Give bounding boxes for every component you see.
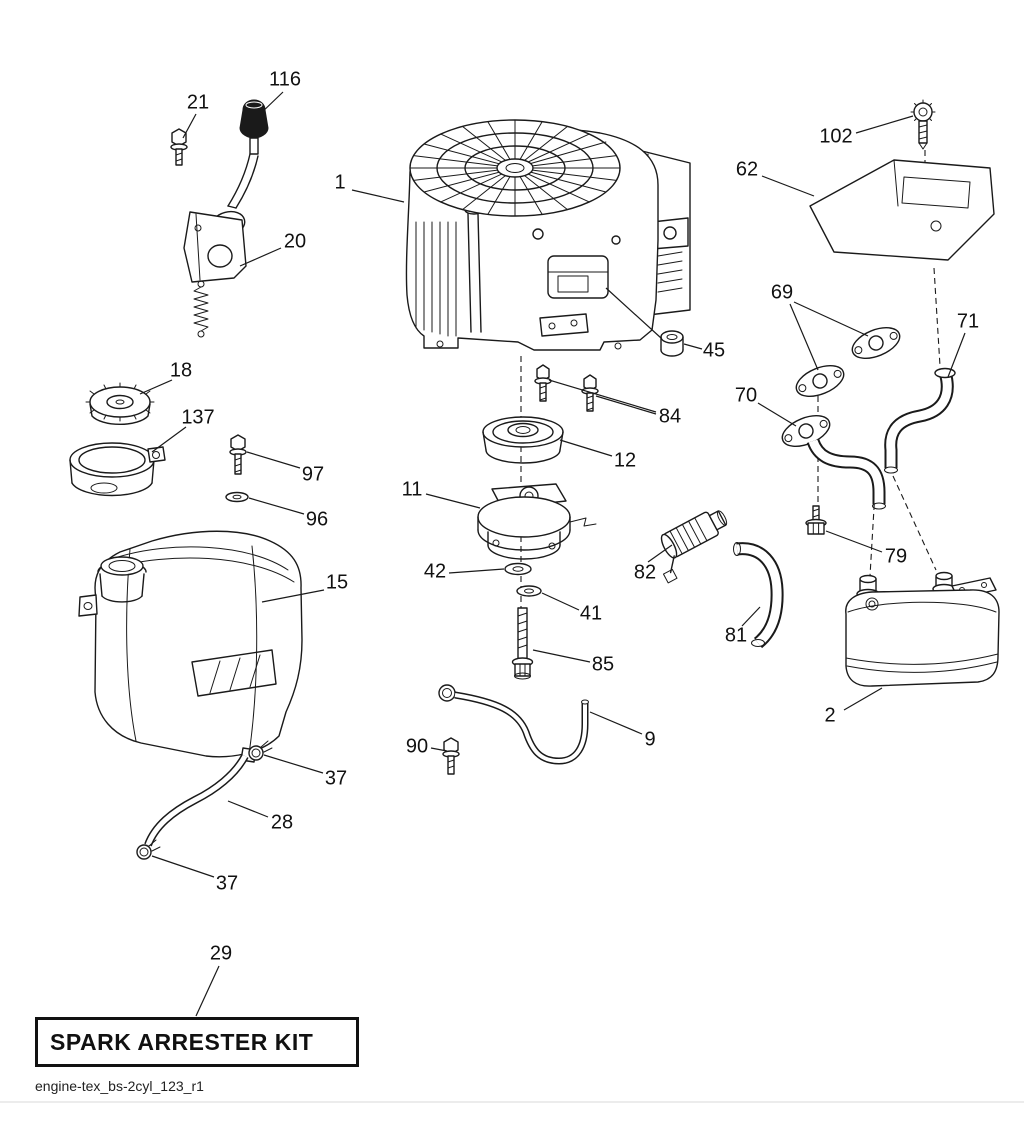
part-96-washer — [225, 491, 249, 503]
part-label-69: 69 — [770, 281, 794, 304]
part-label-79: 79 — [884, 545, 908, 568]
part-85-bolt — [511, 607, 534, 680]
part-label-82: 82 — [633, 561, 657, 584]
part-label-97: 97 — [301, 463, 325, 486]
part-label-37-lower: 37 — [215, 872, 239, 895]
part-20-bracket — [183, 211, 247, 283]
part-90-bolt — [442, 737, 460, 775]
part-28-fuel-hose — [144, 754, 249, 847]
part-label-9: 9 — [644, 728, 656, 751]
spark-arrester-kit-label: SPARK ARRESTER KIT — [50, 1028, 314, 1055]
part-37-clamp-upper — [248, 740, 273, 761]
part-label-81: 81 — [724, 624, 748, 647]
part-label-41: 41 — [579, 602, 603, 625]
part-label-85: 85 — [591, 653, 615, 676]
part-label-12: 12 — [613, 449, 637, 472]
part-37-clamp-lower — [136, 839, 161, 860]
part-79-bolt — [805, 505, 827, 535]
part-21-bolt — [170, 128, 188, 166]
part-137-collar — [69, 442, 166, 497]
part-label-84: 84 — [658, 405, 682, 428]
leader-lines — [139, 91, 966, 1017]
part-label-21: 21 — [186, 91, 210, 114]
part-18-fuel-cap — [85, 382, 155, 426]
part-label-37-upper: 37 — [324, 767, 348, 790]
part-11-clutch — [477, 483, 597, 560]
part-97-screw — [229, 434, 247, 475]
part-41-washer — [516, 585, 542, 597]
part-15-fuel-tank — [78, 530, 303, 763]
part-label-71: 71 — [956, 310, 980, 333]
part-69-gasket-a — [851, 327, 901, 359]
part-label-116: 116 — [269, 68, 301, 91]
part-71-exhaust-pipe — [884, 367, 956, 474]
throttle-control-assembly — [170, 99, 269, 338]
part-label-137: 137 — [181, 406, 215, 429]
part-70-gasket — [781, 415, 831, 447]
part-label-1: 1 — [334, 171, 346, 194]
flywheel-screen — [409, 119, 621, 217]
part-81-hose — [733, 542, 784, 649]
drawing-code: engine-tex_bs-2cyl_123_r1 — [35, 1078, 204, 1094]
part-label-20: 20 — [283, 230, 307, 253]
part-2-muffler — [845, 571, 1000, 687]
part-label-45: 45 — [702, 339, 726, 362]
part-exhaust-pipe-lower — [806, 438, 886, 510]
part-102-screw — [910, 99, 936, 150]
part-label-62: 62 — [735, 158, 759, 181]
part-label-15: 15 — [325, 571, 349, 594]
throttle-spring — [193, 280, 209, 338]
spark-arrester-kit-box: SPARK ARRESTER KIT — [35, 1017, 359, 1067]
part-label-11: 11 — [401, 478, 423, 501]
part-69-gasket-b — [795, 365, 845, 397]
part-label-18: 18 — [169, 359, 193, 382]
part-9-fuel-pipe — [438, 684, 589, 765]
part-label-2: 2 — [824, 704, 836, 727]
part-84-bolts — [534, 364, 599, 412]
part-82-fuel-valve — [660, 510, 728, 584]
part-116-knob — [239, 99, 269, 155]
part-42-washer — [504, 562, 532, 576]
part-label-70: 70 — [734, 384, 758, 407]
part-label-90: 90 — [405, 735, 429, 758]
part-62-heat-shield — [809, 159, 995, 261]
part-label-102: 102 — [819, 125, 853, 148]
part-12-pulley — [482, 416, 564, 464]
part-label-96: 96 — [305, 508, 329, 531]
part-label-28: 28 — [270, 811, 294, 834]
part-45-bushing — [660, 330, 684, 357]
part-label-42: 42 — [423, 560, 447, 583]
part-label-29: 29 — [209, 942, 233, 965]
